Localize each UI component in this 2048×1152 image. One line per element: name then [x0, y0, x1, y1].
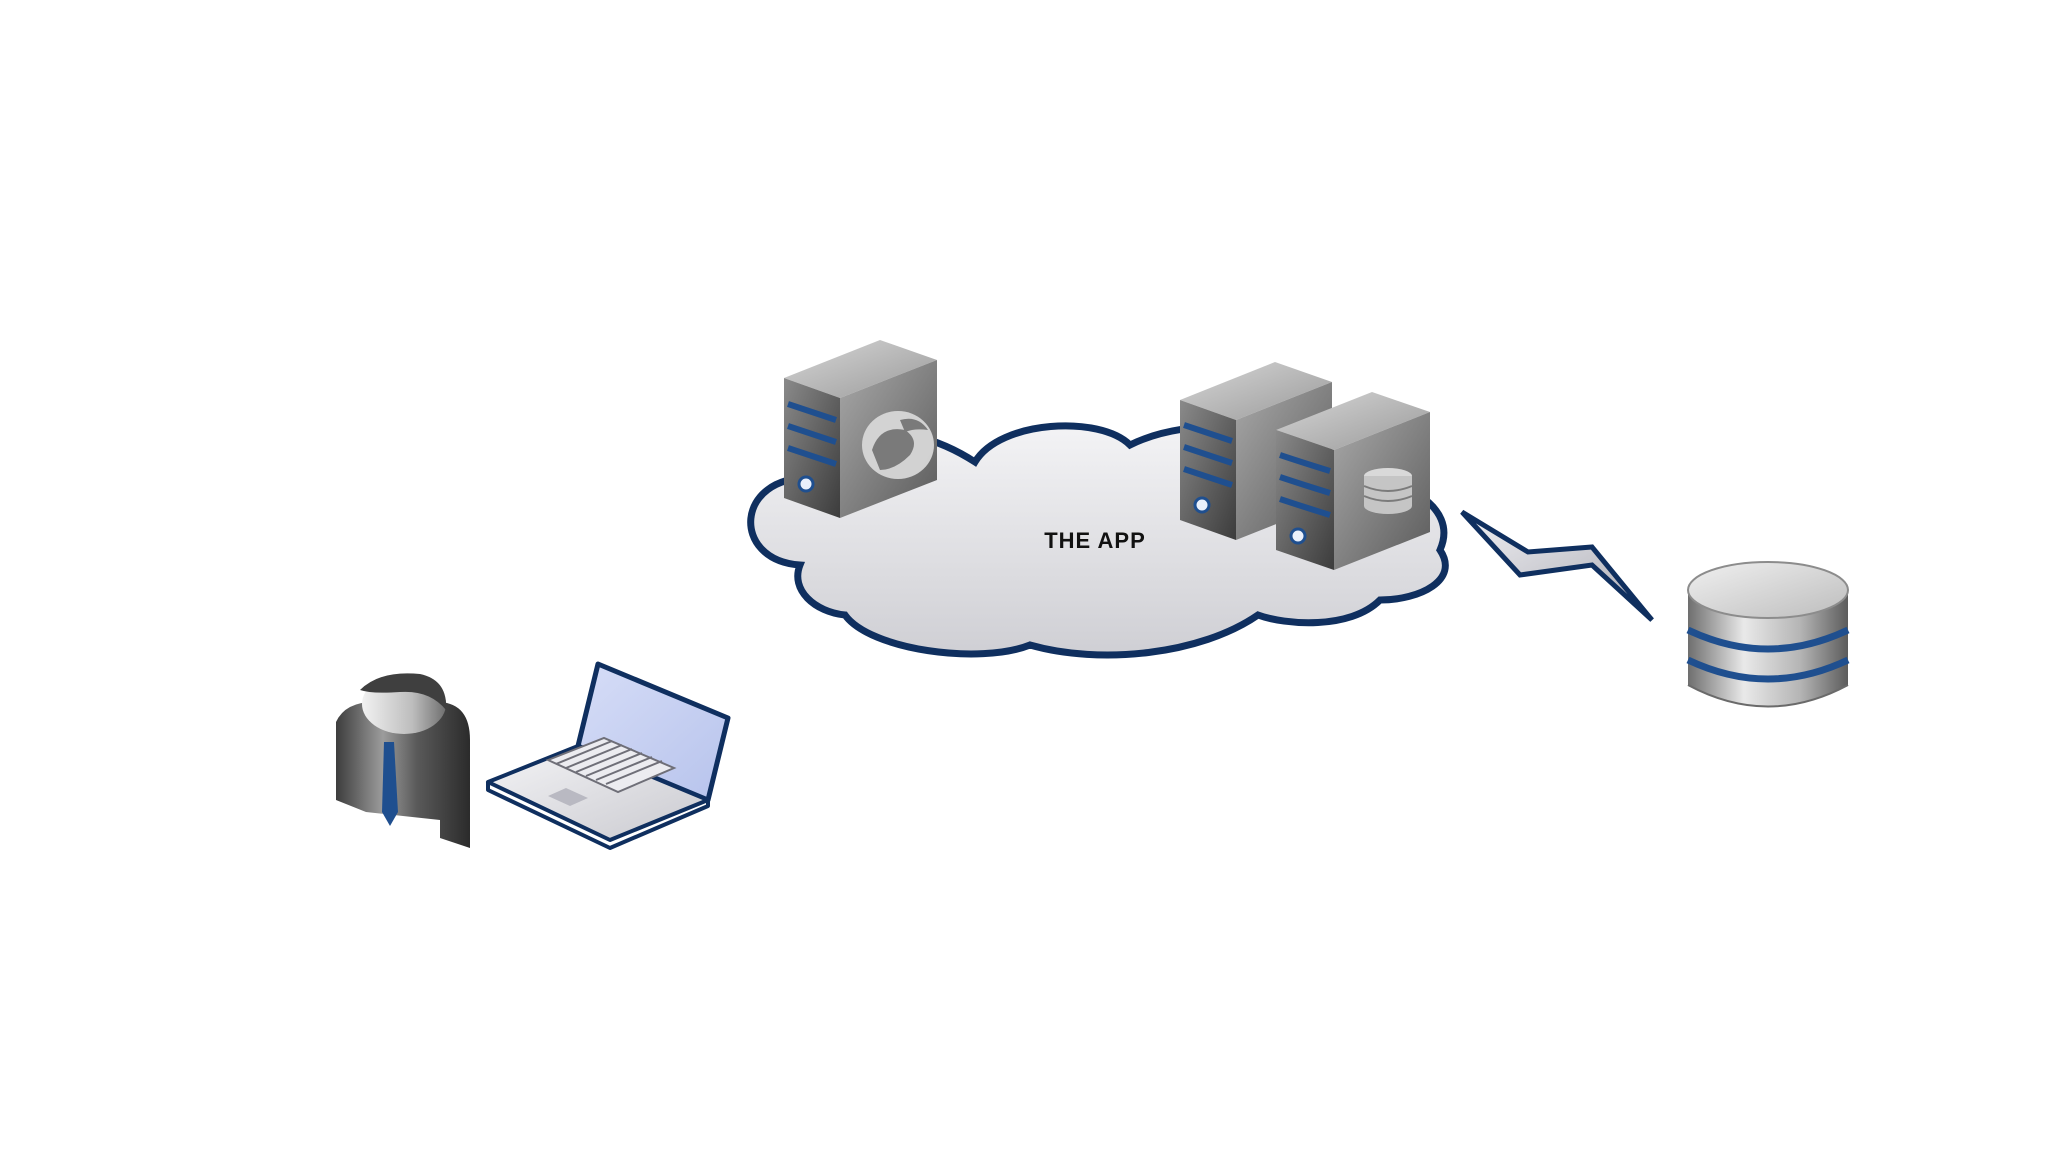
keyboard-icon — [545, 736, 677, 794]
database-server-icon — [1276, 392, 1430, 570]
touchpad-icon — [548, 788, 588, 806]
web-server-icon — [784, 340, 937, 518]
lightning-link-icon — [1460, 509, 1654, 622]
database-glyph-icon — [1363, 468, 1413, 514]
user-icon — [336, 673, 470, 848]
database-icon — [1686, 561, 1850, 708]
laptop-icon — [486, 661, 731, 850]
globe-icon — [862, 411, 934, 479]
cloud-label: THE APP — [1044, 528, 1146, 553]
